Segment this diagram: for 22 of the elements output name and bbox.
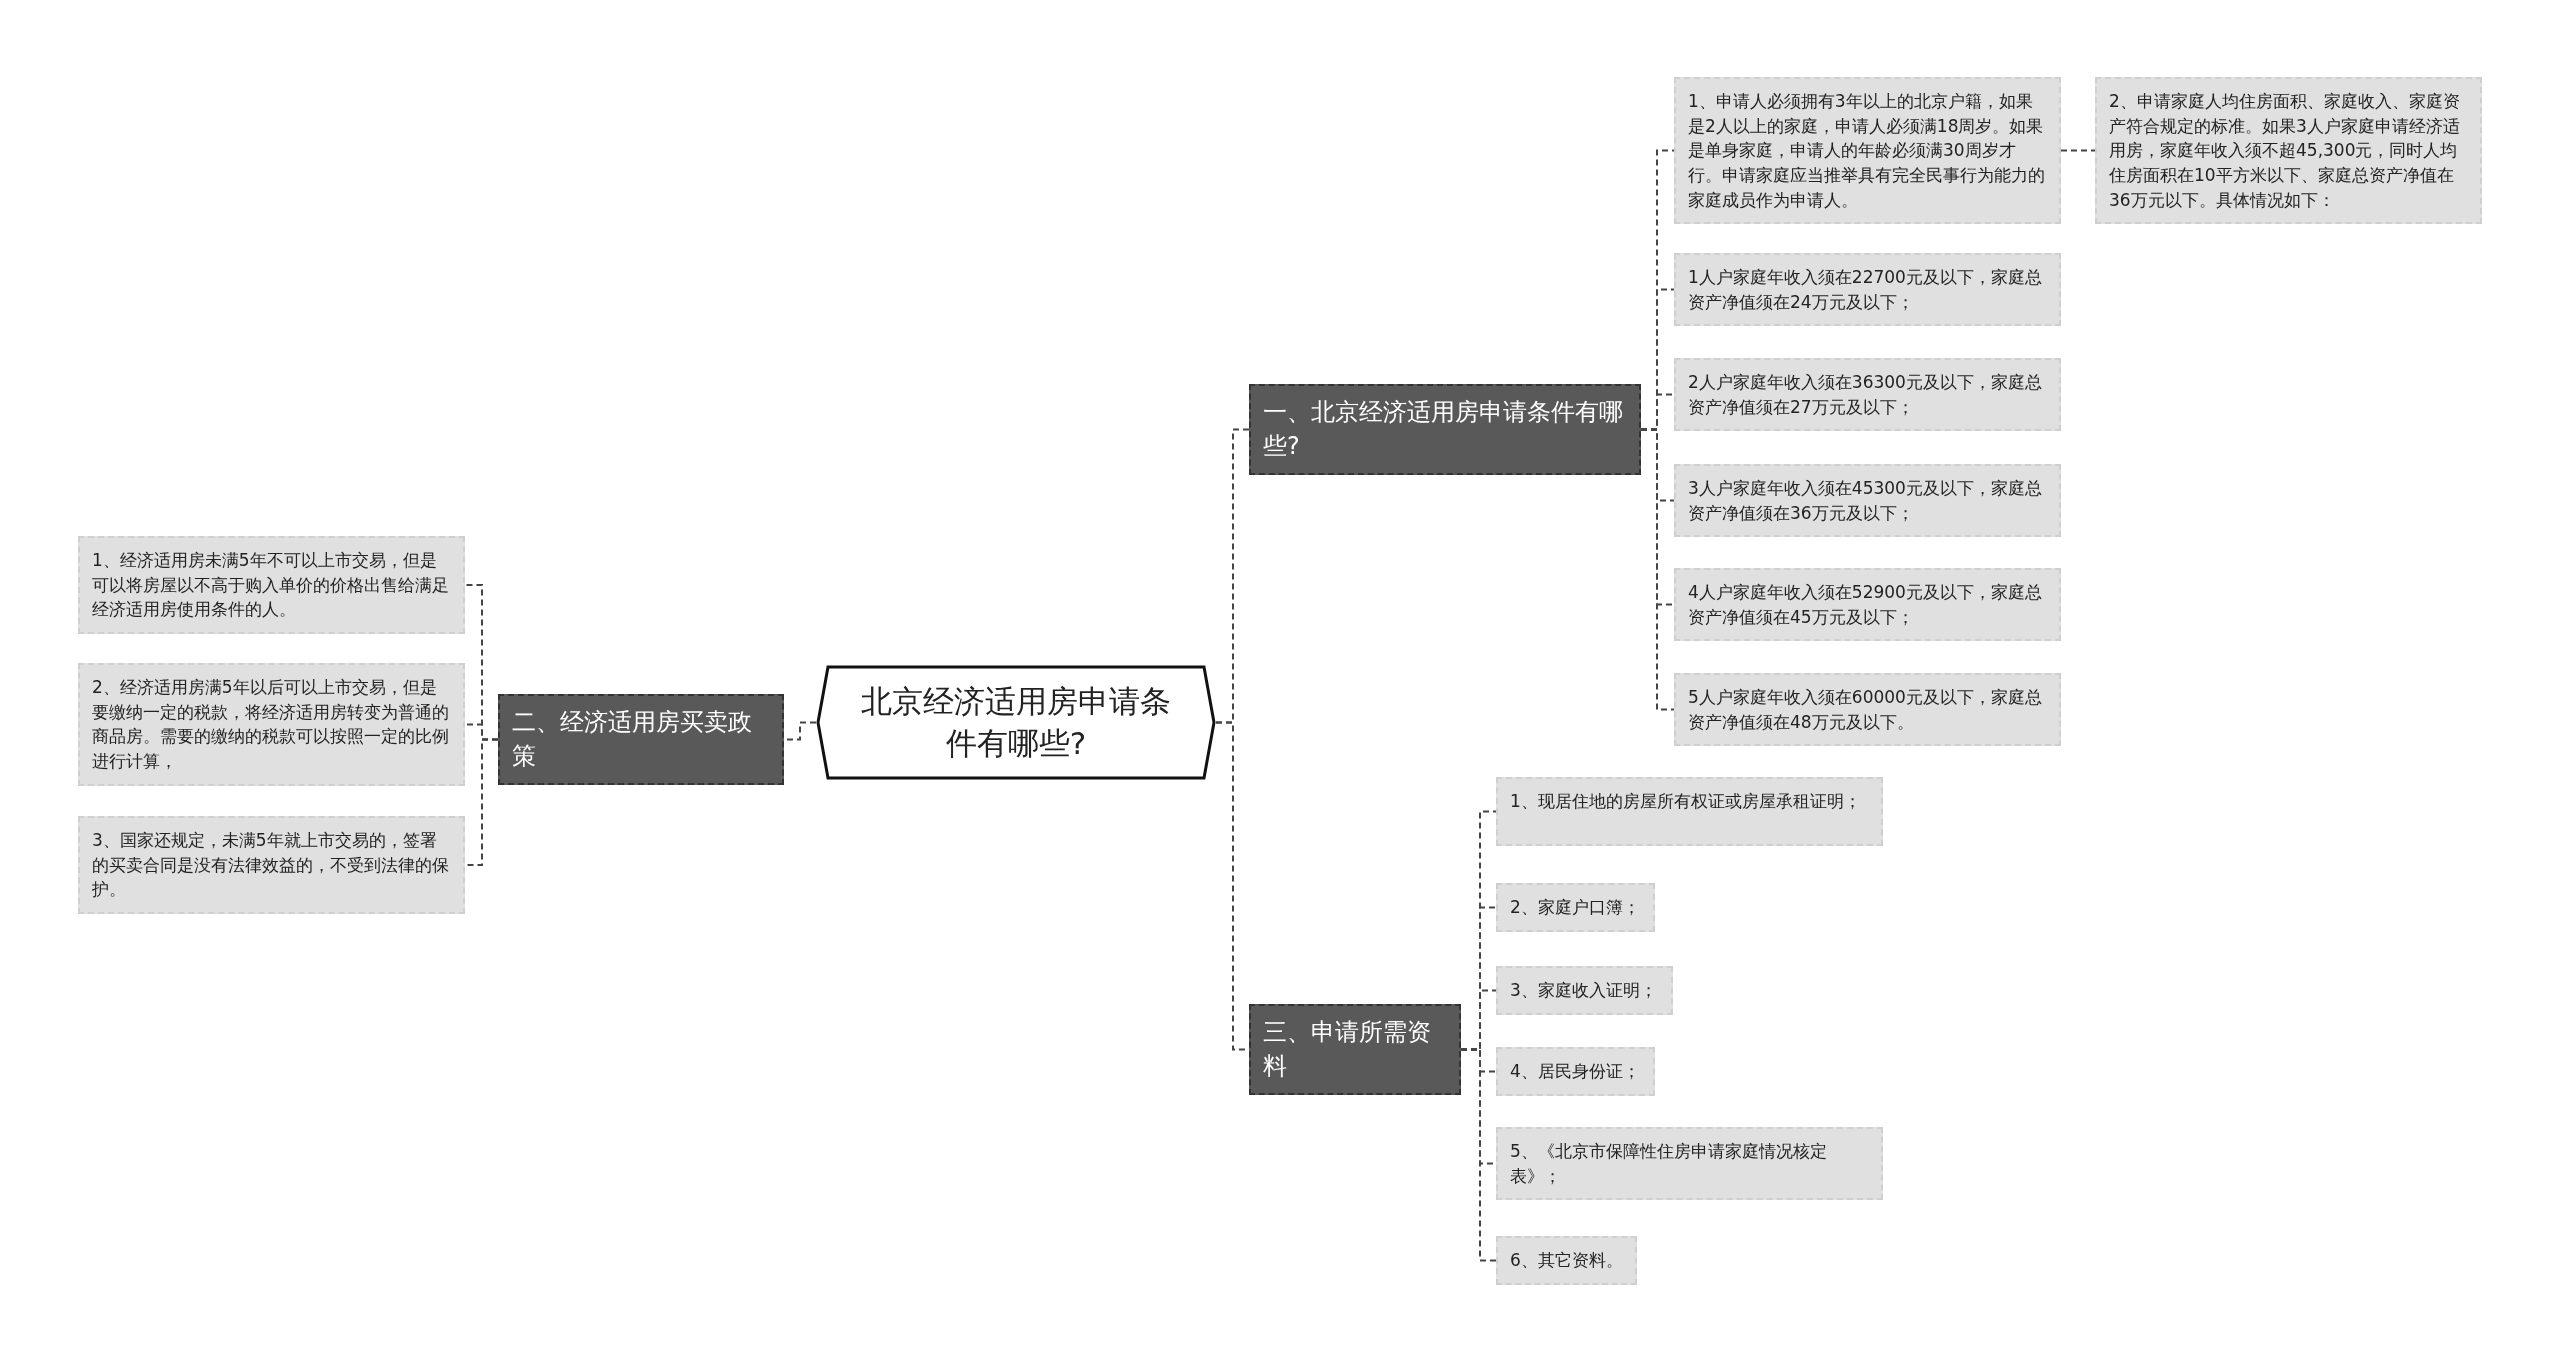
note-box: 1人户家庭年收入须在22700元及以下，家庭总资产净值须在24万元及以下； (1674, 253, 2061, 327)
note-box: 5、《北京市保障性住房申请家庭情况核定表》； (1496, 1127, 1883, 1201)
connector-line (1640, 428, 1675, 711)
topic-box: 三、申请所需资料 (1249, 1004, 1461, 1096)
connector-line (1460, 1048, 1497, 1262)
topic-box: 二、经济适用房买卖政策 (498, 694, 784, 786)
note-box: 6、其它资料。 (1496, 1236, 1637, 1285)
note-box: 4人户家庭年收入须在52900元及以下，家庭总资产净值须在45万元及以下； (1674, 568, 2061, 642)
note-box: 1、经济适用房未满5年不可以上市交易，但是可以将房屋以不高于购入单价的价格出售给满足经济适用房使用条件的人。 (78, 536, 465, 634)
note-box: 2、申请家庭人均住房面积、家庭收入、家庭资产符合规定的标准。如果3人户家庭申请经济适用房，家庭年收入须不超45,300元，同时人均住房面积在10平方米以下、家庭总资产净值在36万元以下。具体情况如下： (2095, 77, 2482, 225)
note-box: 3人户家庭年收入须在45300元及以下，家庭总资产净值须在36万元及以下； (1674, 464, 2061, 538)
note-box: 3、国家还规定，未满5年就上市交易的，签署的买卖合同是没有法律效益的，不受到法律的保护。 (78, 816, 465, 914)
note-box: 2人户家庭年收入须在36300元及以下，家庭总资产净值须在27万元及以下； (1674, 358, 2061, 432)
note-box: 2、经济适用房满5年以后可以上市交易，但是要缴纳一定的税款，将经济适用房转变为普通的商品房。需要的缴纳的税款可以按照一定的比例进行计算， (78, 663, 465, 786)
note-box: 1、申请人必须拥有3年以上的北京户籍，如果是2人以上的家庭，申请人必须满18周岁。如果是单身家庭，申请人的年龄必须满30周岁才行。申请家庭应当推举具有完全民事行为能力的家庭成员作为申请人。 (1674, 77, 2061, 225)
connector-line (2060, 149, 2096, 152)
note-box: 3、家庭收入证明； (1496, 966, 1673, 1015)
note-box: 4、居民身份证； (1496, 1047, 1655, 1096)
note-box: 5人户家庭年收入须在60000元及以下，家庭总资产净值须在48万元及以下。 (1674, 673, 2061, 747)
note-box: 2、家庭户口簿； (1496, 883, 1655, 932)
note-box: 1、现居住地的房屋所有权证或房屋承租证明； (1496, 777, 1883, 846)
topic-box: 一、北京经济适用房申请条件有哪些? (1249, 384, 1641, 476)
